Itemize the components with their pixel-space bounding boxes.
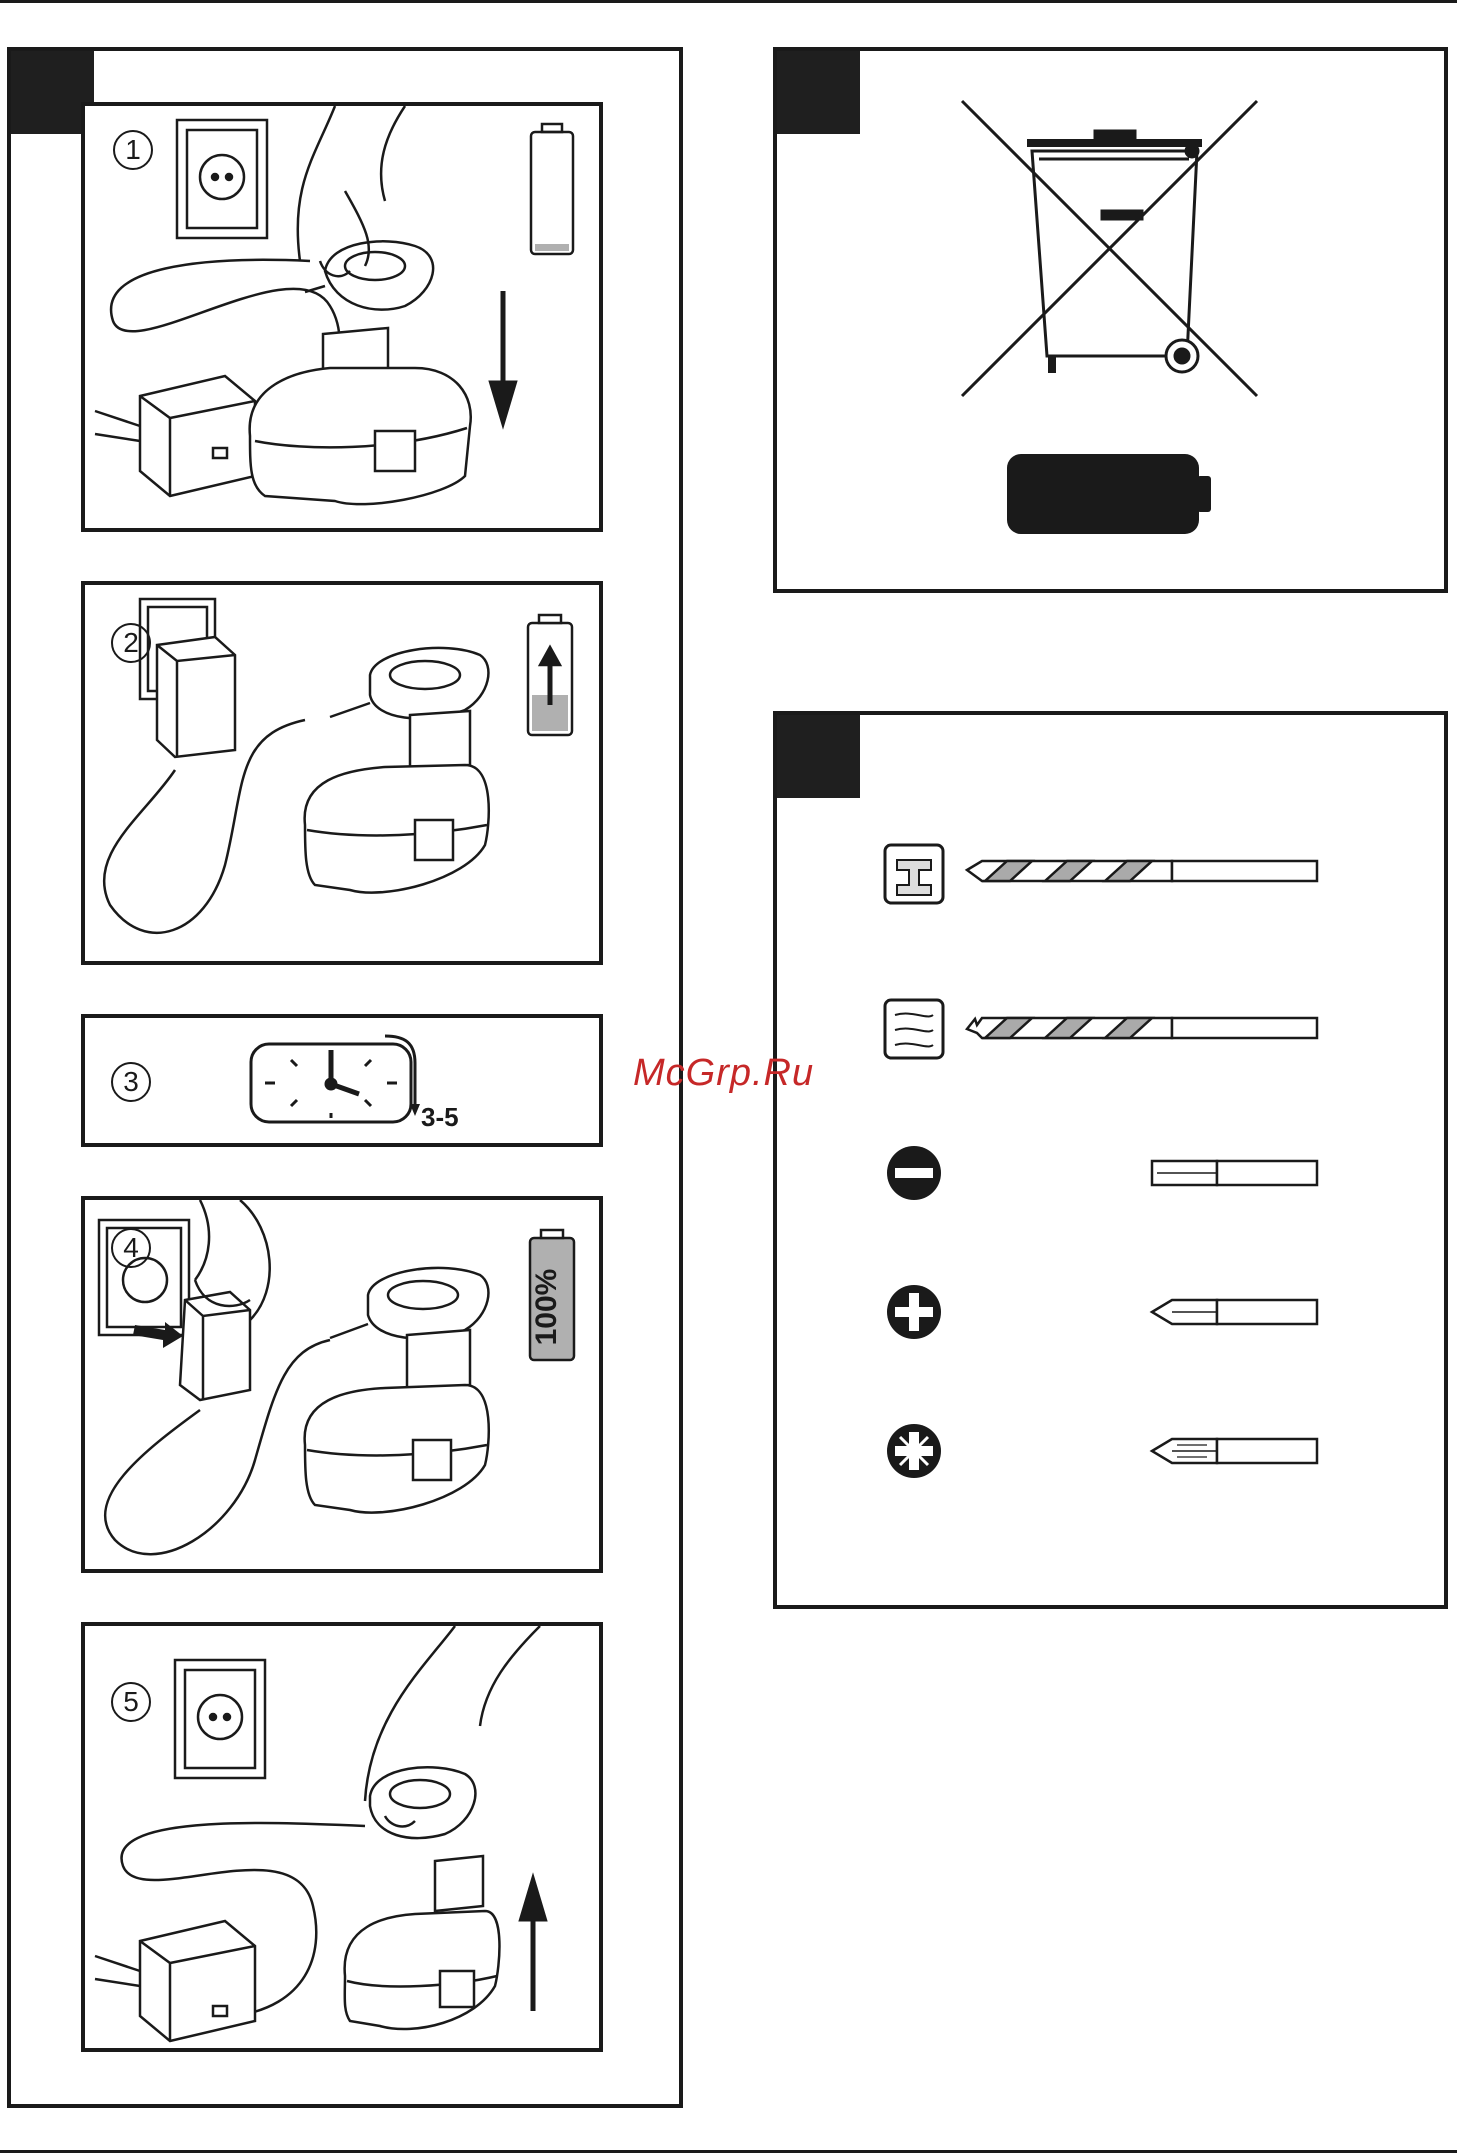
charger-head (330, 1268, 488, 1338)
slotted-bit-icon (1152, 1161, 1317, 1185)
step-1-illustration (85, 106, 603, 532)
plug-charger-icon (157, 637, 235, 757)
bottom-rule (0, 2150, 1457, 2153)
bits-illustration (777, 715, 1444, 1605)
wall-socket-icon (99, 1220, 189, 1335)
charger-head (330, 648, 488, 718)
step-3-illustration (85, 1018, 603, 1147)
step-2-illustration (85, 585, 603, 965)
clock-icon (251, 1036, 420, 1122)
pozidriv-bit-icon (1152, 1439, 1317, 1463)
wall-socket-icon (175, 1660, 265, 1778)
wall-socket-icon (177, 120, 267, 238)
step-4-panel: 4 100 (81, 1196, 603, 1573)
up-arrow-icon (519, 1874, 547, 2011)
disposal-frame (773, 47, 1448, 593)
metal-material-icon (885, 845, 943, 903)
phillips-bit-icon (1152, 1300, 1317, 1324)
bits-frame (773, 711, 1448, 1609)
battery-level-icon (531, 124, 573, 254)
charge-time-label: 3-5 (421, 1102, 459, 1133)
slotted-screw-icon (887, 1146, 941, 1200)
wood-drill-bit-icon (967, 1018, 1317, 1038)
step-5-panel: 5 (81, 1622, 603, 2052)
down-arrow-icon (489, 291, 517, 428)
battery-pack-icon (305, 711, 489, 893)
step-1-panel: 1 (81, 102, 603, 532)
battery-pack-icon (305, 1330, 489, 1513)
crossed-out-wheeled-bin-icon (777, 51, 1444, 589)
watermark: McGrp.Ru (633, 1052, 814, 1095)
plug-charger-icon (180, 1292, 250, 1400)
step-3-panel: 3 3-5 (81, 1014, 603, 1147)
top-rule (0, 0, 1457, 3)
step-5-illustration (85, 1626, 603, 2052)
step-4-illustration (85, 1200, 603, 1573)
wood-material-icon (885, 1000, 943, 1058)
battery-pack-icon (250, 328, 471, 504)
plug-charger-icon (95, 376, 255, 496)
phillips-screw-icon (887, 1285, 941, 1339)
full-charge-label: 100% (530, 1257, 564, 1357)
battery-pack-icon (345, 1856, 500, 2029)
step-2-panel: 2 (81, 581, 603, 965)
plug-charger-icon (95, 1921, 255, 2041)
charger-head (370, 1767, 475, 1838)
battery-block-icon (1007, 454, 1211, 534)
pozidriv-screw-icon (887, 1424, 941, 1478)
metal-drill-bit-icon (967, 861, 1317, 881)
battery-level-icon (528, 615, 572, 735)
